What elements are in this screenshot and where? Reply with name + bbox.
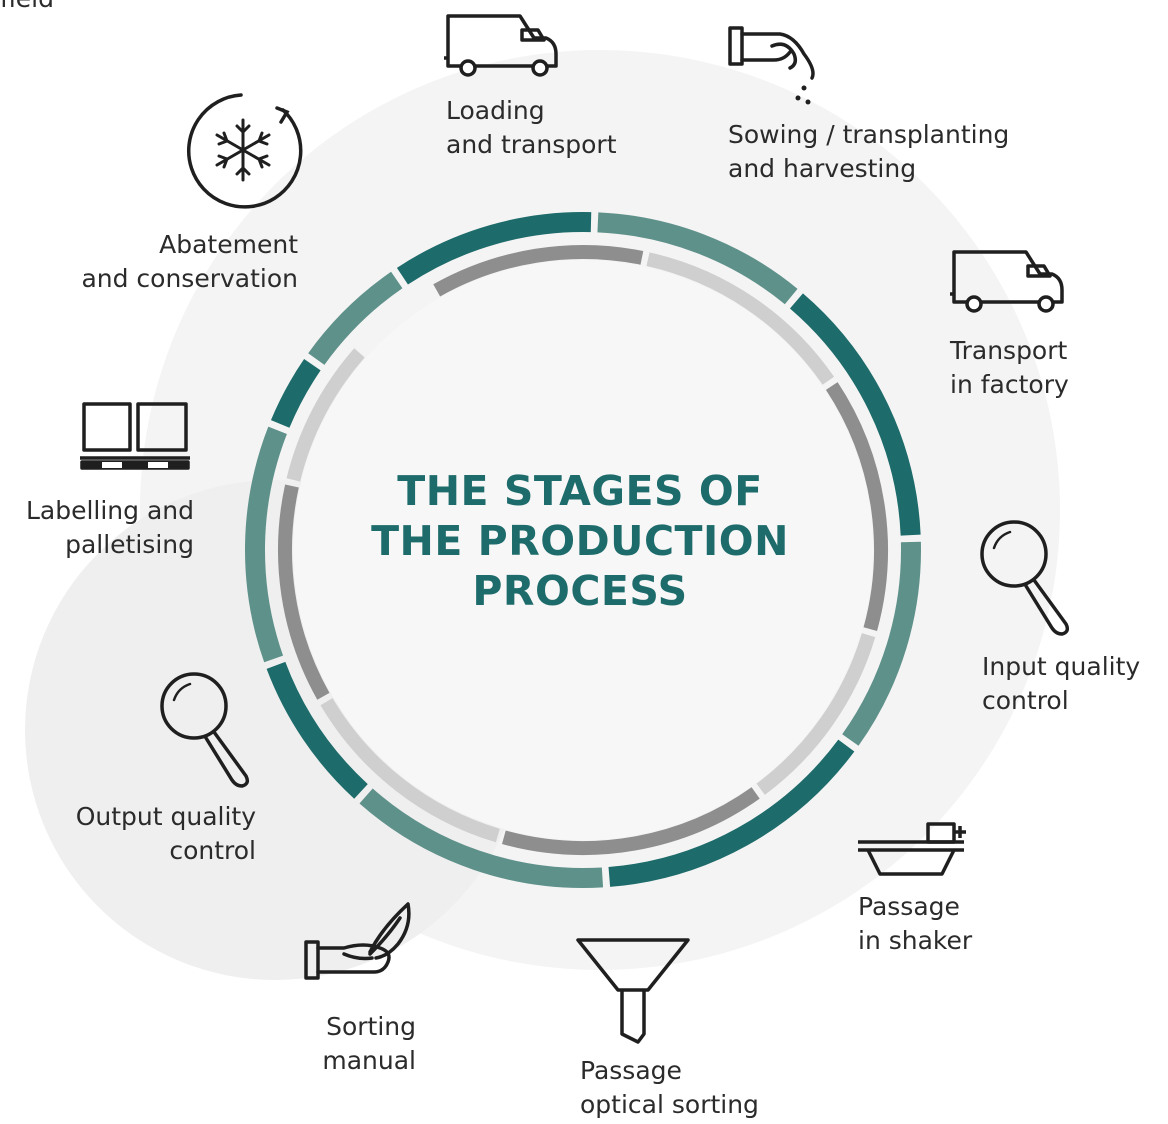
- outer-ring-segment: [308, 271, 403, 365]
- outer-ring-segment: [396, 212, 592, 285]
- outer-ring-segment: [597, 212, 798, 305]
- segment-rings: [245, 212, 921, 888]
- magnifier-icon: [980, 520, 1070, 636]
- inner-ring-segment: [646, 252, 835, 385]
- snowflake-cycle-icon: [186, 93, 303, 209]
- outer-ring-segment: [842, 541, 921, 746]
- hand-leaf-icon: [304, 902, 411, 980]
- inner-ring-segment: [278, 484, 330, 700]
- hand-sowing-icon: [728, 26, 815, 105]
- van-icon: [444, 14, 558, 77]
- inner-circle: [293, 260, 873, 840]
- inner-ring-segment: [502, 787, 760, 855]
- funnel-icon: [576, 938, 690, 1044]
- outer-ring-segment: [270, 359, 321, 428]
- title-line: PROCESS: [472, 567, 688, 615]
- inner-ring-segment: [756, 633, 876, 795]
- title-line: THE PRODUCTION: [371, 517, 789, 565]
- title-line: THE STAGES OF: [397, 467, 763, 515]
- outer-ring-segment: [359, 788, 604, 888]
- magnifier-icon: [160, 672, 250, 788]
- outer-ring-segment: [608, 739, 855, 887]
- inner-ring-segment: [825, 382, 888, 631]
- pallet-boxes-icon: [80, 402, 190, 470]
- outer-ring-segment: [789, 293, 921, 536]
- shaker-icon: [858, 822, 966, 876]
- inner-ring-segment: [286, 348, 365, 482]
- outer-ring-segment: [266, 661, 368, 799]
- outer-ring-segment: [245, 426, 287, 663]
- cut-off-label: field: [0, 0, 54, 16]
- inner-ring-segment: [320, 698, 500, 843]
- van-icon: [950, 250, 1064, 313]
- page-title: THE STAGES OF THE PRODUCTION PROCESS: [330, 466, 830, 616]
- inner-ring-segment: [433, 245, 644, 297]
